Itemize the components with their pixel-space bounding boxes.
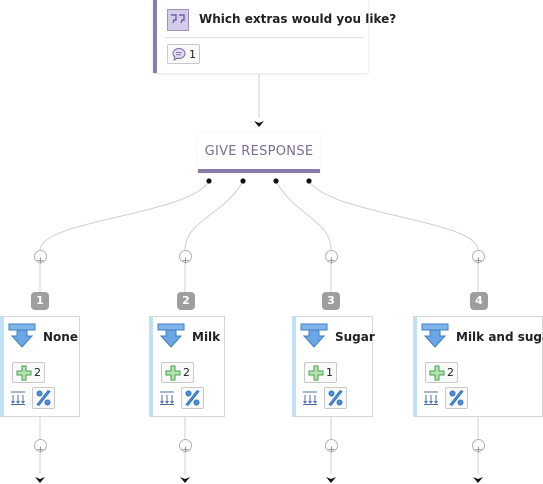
plus-green-icon	[429, 365, 445, 381]
add-step-button[interactable]	[179, 250, 192, 264]
comment-button[interactable]: 1	[167, 44, 200, 64]
plus-icon	[37, 446, 44, 453]
connector-branch-3	[275, 180, 332, 251]
score-button[interactable]: 2	[161, 362, 194, 383]
answer-number-badge: 1	[31, 292, 49, 310]
question-node[interactable]: Which extras would you like? 1	[153, 0, 396, 73]
arrow-head-down-icon	[473, 477, 483, 483]
add-step-button[interactable]	[325, 439, 338, 453]
add-step-button[interactable]	[34, 250, 47, 264]
score-count: 1	[326, 366, 333, 379]
plus-icon	[475, 446, 482, 453]
arrow-head-down-icon	[254, 121, 264, 127]
output-port-4	[306, 178, 312, 184]
sort-icon[interactable]	[423, 391, 439, 405]
percent-icon	[328, 389, 343, 407]
answer-node-milk-and-sugar[interactable]: Milk and sugar 2	[413, 316, 543, 417]
percent-icon	[185, 389, 200, 407]
arrow-head-down-icon	[35, 477, 45, 483]
connector-branch-2	[184, 180, 244, 251]
score-count: 2	[34, 366, 41, 379]
answer-node-milk[interactable]: Milk 2	[149, 316, 225, 417]
connector-branch-4	[308, 180, 479, 251]
plus-green-icon	[16, 365, 32, 381]
quote-icon	[167, 9, 189, 31]
answer-arrow-icon	[421, 323, 449, 348]
answer-number-badge: 2	[177, 292, 195, 310]
plus-icon	[182, 257, 189, 264]
score-count: 2	[183, 366, 190, 379]
sort-icon[interactable]	[302, 391, 318, 405]
answer-label: Milk and sugar	[456, 330, 543, 344]
give-response-label: GIVE RESPONSE	[204, 144, 314, 159]
percent-icon	[36, 389, 51, 407]
answer-node-sugar[interactable]: Sugar 1	[292, 316, 375, 417]
plus-green-icon	[165, 365, 181, 381]
sort-icon[interactable]	[10, 391, 26, 405]
score-button[interactable]: 1	[304, 362, 337, 383]
give-response-node[interactable]: GIVE RESPONSE	[198, 133, 320, 173]
give-response-accent-bar	[198, 169, 320, 173]
answer-node-none[interactable]: None 2	[0, 316, 80, 417]
arrow-head-down-icon	[180, 477, 190, 483]
plus-icon	[37, 257, 44, 264]
output-port-1	[206, 178, 212, 184]
answer-label: None	[43, 330, 78, 344]
arrow-head-down-icon	[326, 477, 336, 483]
score-button[interactable]: 2	[425, 362, 458, 383]
percent-icon	[449, 389, 464, 407]
output-port-2	[240, 178, 246, 184]
answer-arrow-icon	[8, 323, 36, 348]
comment-count: 1	[189, 48, 196, 61]
plus-icon	[328, 446, 335, 453]
answer-number-badge: 4	[470, 292, 488, 310]
percent-button[interactable]	[445, 387, 468, 409]
comment-icon	[172, 48, 186, 61]
percent-button[interactable]	[181, 387, 204, 409]
percent-button[interactable]	[324, 387, 347, 409]
output-port-3	[273, 178, 279, 184]
sort-icon[interactable]	[159, 391, 175, 405]
add-step-button[interactable]	[34, 439, 47, 453]
answer-number-badge: 3	[322, 292, 340, 310]
add-step-button[interactable]	[179, 439, 192, 453]
score-count: 2	[447, 366, 454, 379]
answer-label: Sugar	[335, 330, 375, 344]
add-step-button[interactable]	[325, 250, 338, 264]
answer-arrow-icon	[157, 323, 185, 348]
plus-icon	[182, 446, 189, 453]
plus-icon	[475, 257, 482, 264]
add-step-button[interactable]	[472, 250, 485, 264]
add-step-button[interactable]	[472, 439, 485, 453]
answer-label: Milk	[192, 330, 221, 344]
plus-green-icon	[308, 365, 324, 381]
score-button[interactable]: 2	[12, 362, 45, 383]
plus-icon	[328, 257, 335, 264]
connector-branch-1	[39, 180, 210, 251]
divider	[165, 37, 364, 38]
percent-button[interactable]	[32, 387, 55, 409]
question-title: Which extras would you like?	[199, 12, 397, 26]
answer-arrow-icon	[300, 323, 328, 348]
